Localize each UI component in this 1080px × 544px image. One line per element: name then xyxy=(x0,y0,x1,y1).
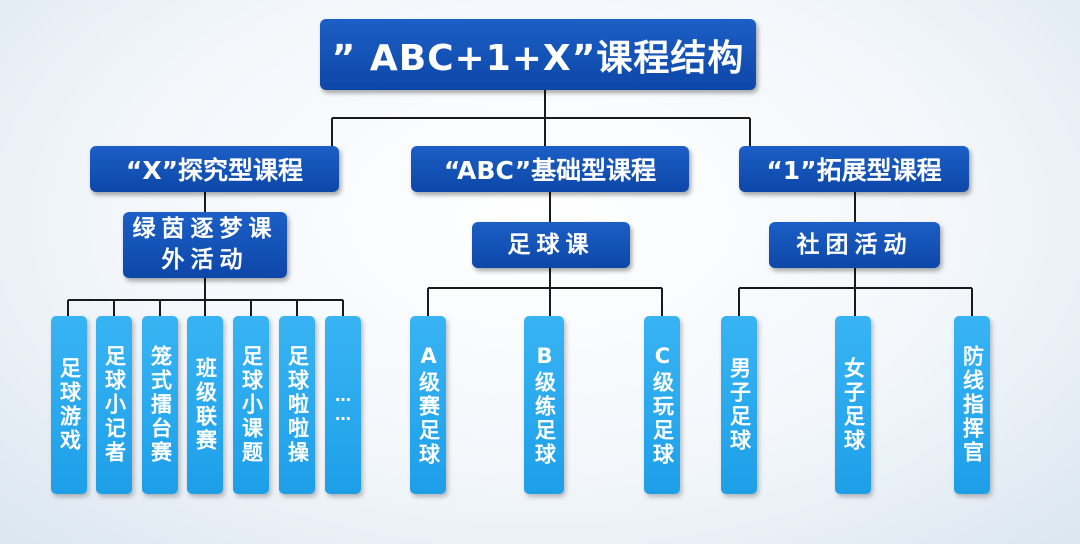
leaf-x-5: 足球小课题 xyxy=(233,316,269,494)
subgroup-1-clubs: 社团活动 xyxy=(769,222,940,268)
subgroup-abc-football-class: 足球课 xyxy=(472,222,630,268)
diagram-title: ” ABC+1+X”课程结构 xyxy=(320,19,756,90)
category-x-inquiry: “X”探究型课程 xyxy=(90,146,339,192)
category-1-extension: “1”拓展型课程 xyxy=(739,146,969,192)
leaf-1-defense: 防线指挥官 xyxy=(954,316,990,494)
leaf-x-6: 足球啦啦操 xyxy=(279,316,315,494)
leaf-x-2: 足球小记者 xyxy=(96,316,132,494)
subgroup-x-activities: 绿茵逐梦课外活动 xyxy=(123,212,287,278)
leaf-x-more: …… xyxy=(325,316,361,494)
leaf-x-3: 笼式擂台赛 xyxy=(142,316,178,494)
leaf-1-women: 女子足球 xyxy=(835,316,871,494)
category-abc-basic: “ABC”基础型课程 xyxy=(411,146,689,192)
leaf-1-men: 男子足球 xyxy=(721,316,757,494)
leaf-x-1: 足球游戏 xyxy=(51,316,87,494)
leaf-abc-a: A级赛足球 xyxy=(410,316,446,494)
leaf-abc-b: B级练足球 xyxy=(524,316,564,494)
leaf-x-4: 班级联赛 xyxy=(187,316,223,494)
leaf-abc-c: C级玩足球 xyxy=(644,316,680,494)
